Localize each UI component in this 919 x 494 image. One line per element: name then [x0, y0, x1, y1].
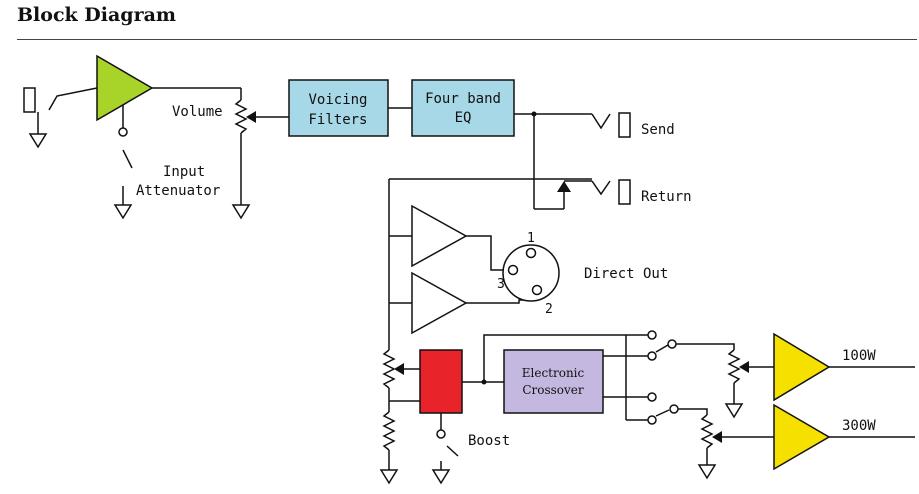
crossover-label-line2: Crossover [522, 383, 584, 397]
input-attenuator-label-line1: Input [163, 164, 205, 180]
voicing-filters-label-line2: Filters [308, 112, 367, 128]
boost-label: Boost [468, 433, 510, 449]
100w-power-amp [773, 332, 831, 402]
direct-out-amp-upper [411, 204, 468, 268]
input-amplifier [96, 54, 241, 219]
direct-out-amp-lower [411, 271, 468, 335]
volume-label: Volume [172, 104, 223, 120]
electronic-crossover-block [503, 349, 604, 414]
bus-pot [380, 349, 420, 484]
input-attenuator-label-line2: Attenuator [136, 183, 220, 199]
100w-level-pot [725, 349, 774, 418]
300w-power-amp [773, 403, 831, 471]
send-jack [618, 112, 631, 138]
four-band-eq-label-line1: Four band [425, 91, 501, 107]
return-jack [618, 179, 631, 205]
crossover-label-line1: Electronic [522, 366, 585, 380]
xlr-pin3-label: 3 [497, 277, 505, 292]
four-band-eq-block [411, 79, 515, 137]
return-label: Return [641, 189, 692, 205]
four-band-eq-label-line2: EQ [455, 110, 472, 126]
page-title: Block Diagram [17, 4, 177, 26]
output-100w-label: 100W [842, 348, 876, 364]
input-jack [23, 87, 98, 148]
output-300w-label: 300W [842, 418, 876, 434]
boost-block [419, 349, 463, 414]
send-return-loop [389, 111, 631, 210]
voicing-filters-block [288, 79, 389, 137]
output-routing-switches [626, 330, 735, 425]
direct-out-xlr-connector [502, 244, 560, 302]
volume-pot [232, 88, 289, 219]
xlr-pin2-label: 2 [545, 302, 553, 317]
title-divider [17, 39, 917, 40]
boost-switch [432, 413, 459, 484]
voicing-filters-label-line1: Voicing [308, 92, 367, 108]
send-label: Send [641, 122, 675, 138]
300w-level-pot [698, 414, 774, 479]
input-amp-triangle [96, 54, 154, 122]
direct-out-label: Direct Out [584, 266, 668, 282]
xlr-pin1-label: 1 [527, 231, 535, 246]
